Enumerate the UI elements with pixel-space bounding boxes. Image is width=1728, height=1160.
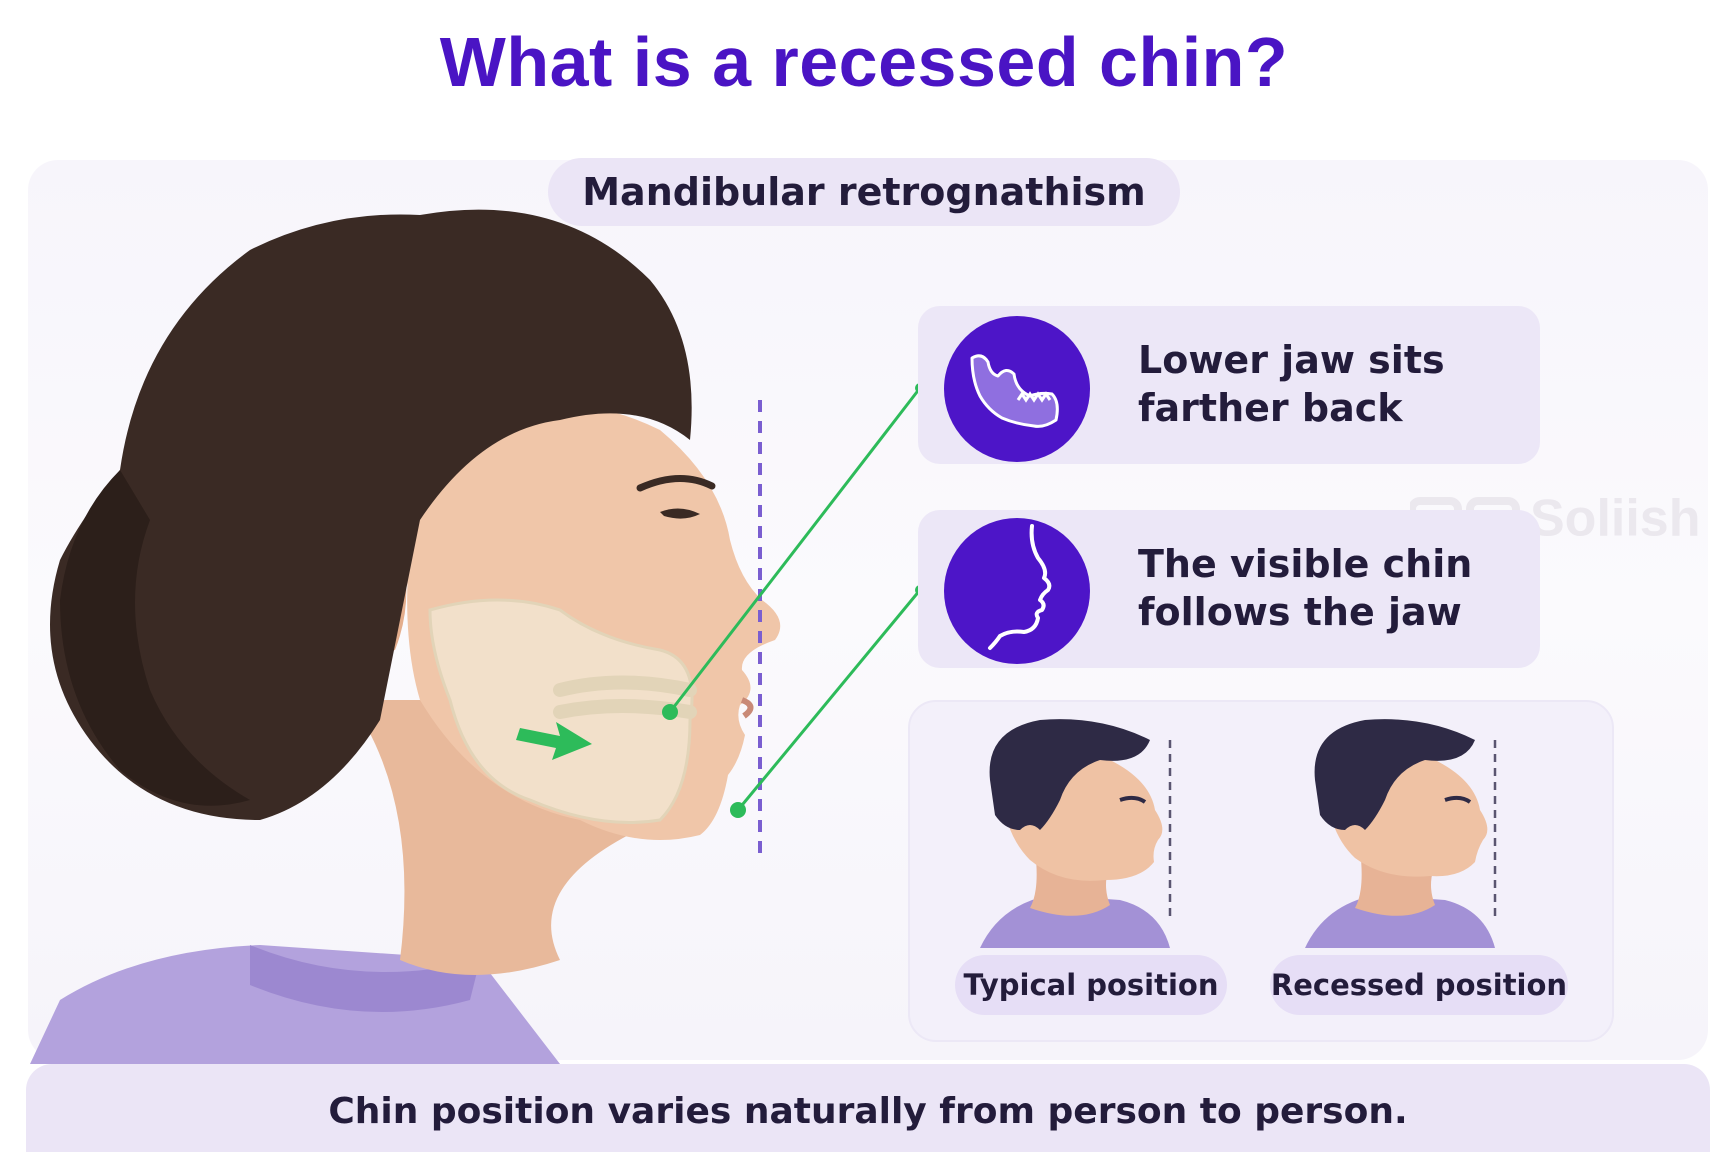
callout-line-chin xyxy=(736,589,922,811)
callout-line-jaw xyxy=(668,387,922,713)
subtitle-pill: Mandibular retrognathism xyxy=(548,158,1180,226)
typical-position-label: Typical position xyxy=(955,955,1227,1015)
feature-text-chin: The visible chin follows the jaw xyxy=(1138,542,1473,634)
hair-shape xyxy=(50,209,692,821)
watermark-text: Soliish xyxy=(1530,489,1701,548)
footer-note: Chin position varies naturally from pers… xyxy=(26,1064,1710,1152)
male-profile-recessed xyxy=(1305,719,1497,948)
male-profile-typical xyxy=(980,719,1172,948)
jaw-arrow xyxy=(516,722,592,760)
recessed-position-label: Recessed position xyxy=(1270,955,1568,1015)
feature-text-jaw: Lower jaw sits farther back xyxy=(1138,338,1445,430)
jaw-bone-icon xyxy=(944,316,1090,462)
face-profile-icon xyxy=(944,518,1090,664)
feature-card-jaw: Lower jaw sits farther back xyxy=(918,306,1540,464)
feature-card-chin: The visible chin follows the jaw xyxy=(918,510,1540,668)
page-title: What is a recessed chin? xyxy=(439,23,1289,101)
